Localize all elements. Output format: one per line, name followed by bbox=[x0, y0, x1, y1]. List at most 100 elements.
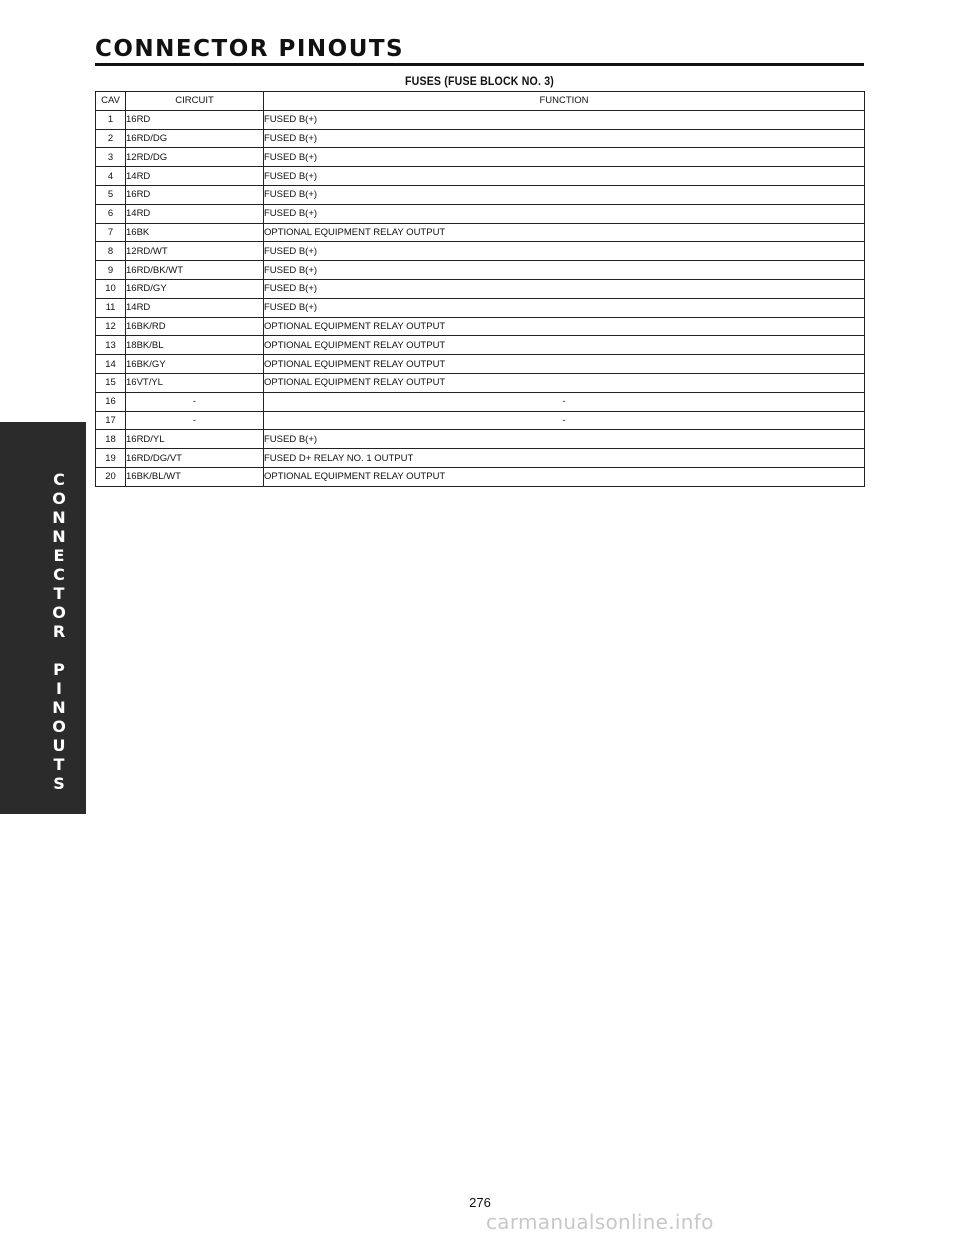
side-tab-letter: R bbox=[52, 622, 66, 641]
cav-cell: 4 bbox=[95, 166, 126, 186]
circuit-cell: 16RD/BK/WT bbox=[125, 260, 264, 280]
side-tab-letter: N bbox=[52, 527, 66, 546]
cav-cell: 16 bbox=[95, 391, 126, 412]
cav-cell: 12 bbox=[95, 316, 126, 337]
side-tab-letter: T bbox=[53, 584, 65, 603]
cav-cell: 6 bbox=[95, 203, 126, 224]
function-cell: FUSED B(+) bbox=[263, 278, 865, 299]
side-tab-letter: E bbox=[53, 546, 65, 565]
function-cell: OPTIONAL EQUIPMENT RELAY OUTPUT bbox=[263, 335, 865, 356]
circuit-cell: 16RD/DG/VT bbox=[125, 448, 264, 468]
cav-cell: 8 bbox=[95, 241, 126, 262]
function-cell: FUSED B(+) bbox=[263, 184, 865, 205]
cav-cell: 17 bbox=[95, 410, 126, 431]
circuit-cell: 16RD bbox=[125, 184, 264, 205]
watermark: carmanualsonline.info bbox=[486, 1210, 714, 1234]
function-cell: FUSED B(+) bbox=[263, 109, 865, 130]
function-cell: - bbox=[263, 410, 865, 431]
cav-cell: 11 bbox=[95, 297, 126, 318]
function-cell: - bbox=[263, 391, 865, 412]
cav-cell: 20 bbox=[95, 466, 126, 487]
side-tab-letter: S bbox=[53, 774, 65, 793]
function-cell: OPTIONAL EQUIPMENT RELAY OUTPUT bbox=[263, 372, 865, 393]
circuit-cell: 14RD bbox=[125, 203, 264, 224]
circuit-cell: 16VT/YL bbox=[125, 372, 264, 393]
column-header-function: FUNCTION bbox=[263, 91, 865, 111]
circuit-cell: 12RD/WT bbox=[125, 241, 264, 262]
table-header-row: CAV CIRCUIT FUNCTION bbox=[95, 91, 865, 111]
table-row: 16-- bbox=[95, 391, 865, 412]
cav-cell: 13 bbox=[95, 335, 126, 356]
side-tab-letter: N bbox=[52, 508, 66, 527]
side-tab-letter: I bbox=[56, 679, 62, 698]
side-tab-letter: O bbox=[52, 489, 66, 508]
function-cell: FUSED B(+) bbox=[263, 260, 865, 280]
cav-cell: 18 bbox=[95, 429, 126, 450]
function-cell: FUSED B(+) bbox=[263, 297, 865, 318]
table-row: 17-- bbox=[95, 410, 865, 431]
circuit-cell: 12RD/DG bbox=[125, 147, 264, 168]
function-cell: FUSED B(+) bbox=[263, 166, 865, 186]
cav-cell: 19 bbox=[95, 448, 126, 468]
circuit-cell: 16RD/YL bbox=[125, 429, 264, 450]
side-tab-letter: C bbox=[53, 565, 65, 584]
column-header-cav: CAV bbox=[95, 91, 126, 111]
side-tab-letter: N bbox=[52, 698, 66, 717]
function-cell: OPTIONAL EQUIPMENT RELAY OUTPUT bbox=[263, 316, 865, 337]
side-tab-letter: T bbox=[53, 755, 65, 774]
circuit-cell: 14RD bbox=[125, 166, 264, 186]
circuit-cell: 16RD/GY bbox=[125, 278, 264, 299]
cav-cell: 15 bbox=[95, 372, 126, 393]
side-tab-letter: O bbox=[52, 717, 66, 736]
circuit-cell: 16BK bbox=[125, 222, 264, 243]
header-rule bbox=[95, 63, 864, 66]
circuit-cell: - bbox=[125, 410, 264, 431]
cav-cell: 2 bbox=[95, 128, 126, 149]
side-tab-letter: U bbox=[52, 736, 66, 755]
function-cell: OPTIONAL EQUIPMENT RELAY OUTPUT bbox=[263, 354, 865, 374]
function-cell: FUSED B(+) bbox=[263, 128, 865, 149]
function-cell: OPTIONAL EQUIPMENT RELAY OUTPUT bbox=[263, 222, 865, 243]
cav-cell: 7 bbox=[95, 222, 126, 243]
side-tab-letter: C bbox=[53, 470, 65, 489]
cav-cell: 10 bbox=[95, 278, 126, 299]
function-cell: FUSED B(+) bbox=[263, 203, 865, 224]
function-cell: OPTIONAL EQUIPMENT RELAY OUTPUT bbox=[263, 466, 865, 487]
cav-cell: 3 bbox=[95, 147, 126, 168]
function-cell: FUSED B(+) bbox=[263, 241, 865, 262]
cav-cell: 1 bbox=[95, 109, 126, 130]
table-title: FUSES (FUSE BLOCK NO. 3) bbox=[404, 76, 555, 88]
function-cell: FUSED B(+) bbox=[263, 147, 865, 168]
circuit-cell: 16BK/BL/WT bbox=[125, 466, 264, 487]
cav-cell: 5 bbox=[95, 184, 126, 205]
circuit-cell: 16BK/RD bbox=[125, 316, 264, 337]
page-number: 276 bbox=[469, 1195, 491, 1210]
circuit-cell: 16RD/DG bbox=[125, 128, 264, 149]
circuit-cell: 16BK/GY bbox=[125, 354, 264, 374]
circuit-cell: 18BK/BL bbox=[125, 335, 264, 356]
circuit-cell: 16RD bbox=[125, 109, 264, 130]
page-title: CONNECTOR PINOUTS bbox=[95, 36, 405, 62]
cav-cell: 14 bbox=[95, 354, 126, 374]
